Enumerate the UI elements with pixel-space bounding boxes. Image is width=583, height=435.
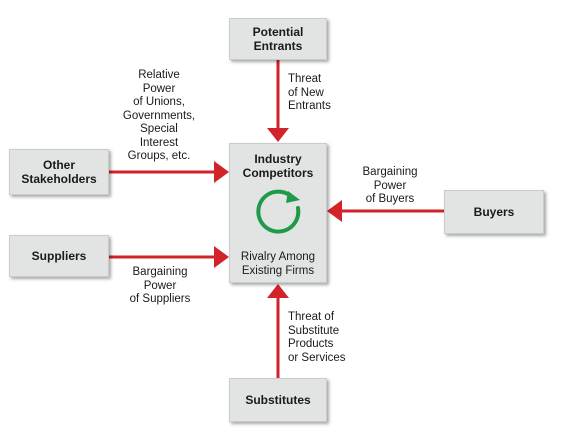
threat-new-entrants-label: Threat of New Entrants bbox=[288, 73, 331, 112]
buyers-label: Buyers bbox=[473, 205, 515, 219]
industry-competitors-title: Industry Competitors bbox=[242, 152, 314, 180]
suppliers-box: Suppliers bbox=[9, 235, 109, 277]
arrow-entrants-head bbox=[267, 128, 289, 142]
suppliers-label: Suppliers bbox=[31, 249, 87, 263]
arrow-stakeholders-head bbox=[214, 161, 229, 183]
substitutes-box: Substitutes bbox=[229, 378, 327, 422]
arrow-buyers-head bbox=[327, 200, 342, 222]
other-stakeholders-label: Other Stakeholders bbox=[21, 158, 97, 186]
industry-competitors-box: Industry Competitors Rivalry Among Exist… bbox=[229, 143, 327, 283]
arrow-substitutes-head bbox=[267, 284, 289, 298]
cycle-arrow-icon bbox=[256, 189, 301, 234]
buyer-power-label: Bargaining Power of Buyers bbox=[362, 166, 418, 205]
potential-entrants-label: Potential Entrants bbox=[252, 25, 304, 53]
rivalry-label: Rivalry Among Existing Firms bbox=[240, 251, 316, 277]
threat-substitutes-label: Threat of Substitute Products or Service… bbox=[288, 311, 346, 364]
stakeholders-power-label: Relative Power of Unions, Governments, S… bbox=[122, 69, 196, 162]
potential-entrants-box: Potential Entrants bbox=[229, 18, 327, 60]
substitutes-label: Substitutes bbox=[245, 393, 311, 407]
arrow-suppliers-head bbox=[214, 246, 229, 268]
other-stakeholders-box: Other Stakeholders bbox=[9, 149, 109, 195]
buyers-box: Buyers bbox=[444, 190, 544, 234]
supplier-power-label: Bargaining Power of Suppliers bbox=[129, 266, 191, 305]
